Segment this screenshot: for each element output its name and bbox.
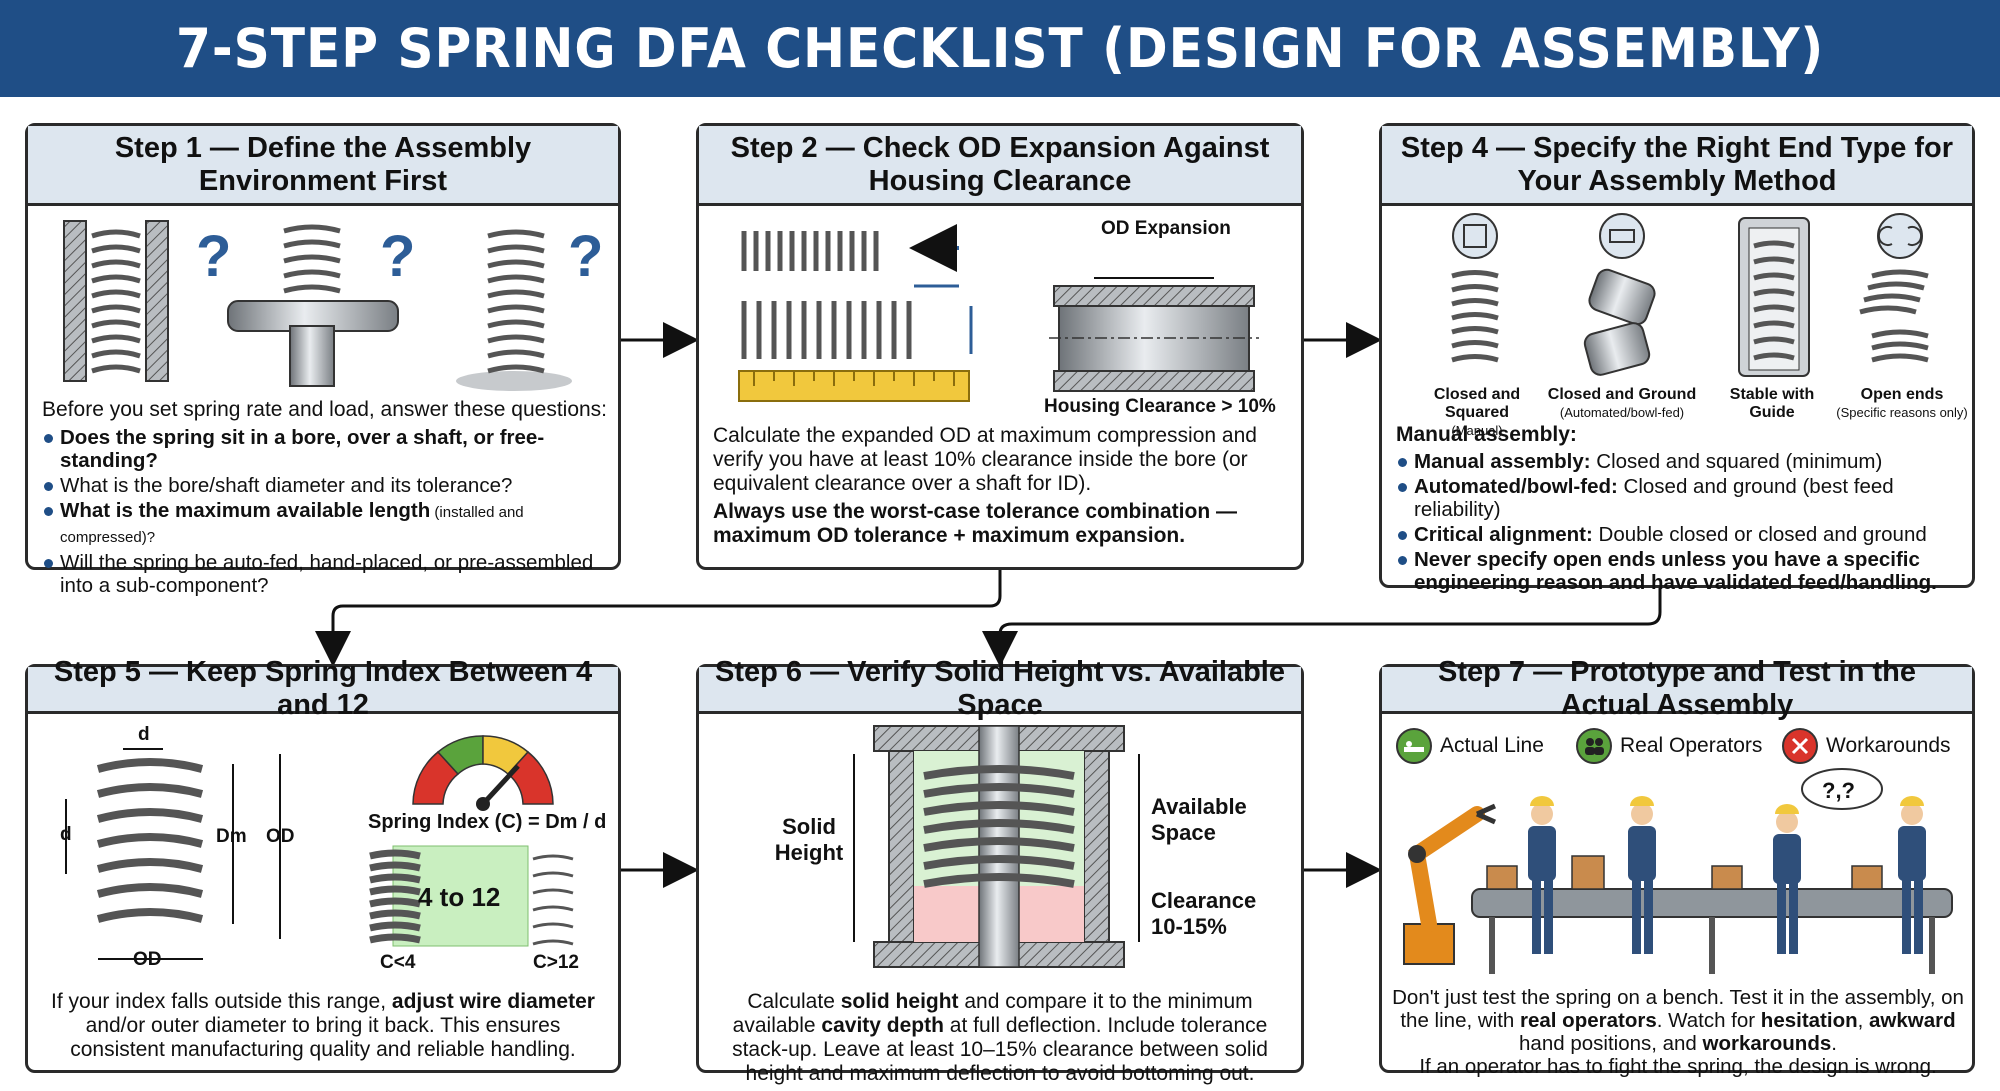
index-range-label: 4 to 12 [418,882,501,912]
conveyor-belt-icon [1471,855,1953,974]
available-space-label: Available Space [1151,794,1247,845]
list-item: Critical alignment: Double closed or clo… [1396,523,1966,546]
step4-heading: Step 4 — Specify the Right End Type for … [1382,126,1972,206]
open-ends-icon [1859,213,1929,363]
solid-height-label: Solid Height [774,814,844,865]
arrow-step4-step6 [982,588,1662,667]
robot-arm-icon [1403,803,1497,965]
svg-text:?,?: ?,? [1822,778,1855,803]
page-title: 7-STEP SPRING DFA CHECKLIST (DESIGN FOR … [175,17,1825,80]
operator-icon [1528,796,1556,954]
legend-workarounds: Workarounds [1782,728,1951,764]
title-bar: 7-STEP SPRING DFA CHECKLIST (DESIGN FOR … [0,0,2000,97]
step6-heading: Step 6 — Verify Solid Height vs. Availab… [699,656,1301,721]
step5-paragraph: If your index falls outside this range, … [51,990,595,1061]
end-type-label: Closed and Ground(Automated/bowl-fed) [1547,386,1697,420]
assembly-line-illustration: ?,? [1403,768,1953,974]
shaft-icon [227,224,399,387]
dim-dm-label: Dm [216,826,247,847]
step2-illustration [738,224,1259,402]
list-item: What is the bore/shaft diameter and its … [42,474,612,497]
list-item: What is the maximum available length (in… [42,499,612,549]
index-low-label: C<4 [380,952,416,973]
conveyor-icon [1396,728,1432,764]
step1-illustration: ? ? ? [63,220,603,391]
step1-bullets: Does the spring sit in a bore, over a sh… [42,426,612,599]
step7-paragraph: Don't just test the spring on a bench. T… [1392,986,1964,1078]
list-item: Never specify open ends unless you have … [1396,548,1966,594]
step2-heading: Step 2 — Check OD Expansion Against Hous… [699,126,1301,206]
gauge-icon [412,735,554,811]
step1-heading: Step 1 — Define the Assembly Environment… [28,126,618,206]
dim-od-label: OD [266,826,295,847]
question-icon: ? [568,224,603,289]
step2-emphasis: Always use the worst-case tolerance comb… [713,500,1237,547]
spring-index-formula: Spring Index (C) = Dm / d [368,811,607,833]
spring-dimension-drawing [65,748,281,960]
step4-panel: Step 4 — Specify the Right End Type for … [1379,123,1975,594]
guide-icon [1738,217,1810,377]
housing-clearance-label: Housing Clearance > 10% [1044,396,1276,417]
step7-heading: Step 7 — Prototype and Test in the Actua… [1382,656,1972,721]
list-item: Will the spring be auto-fed, hand-placed… [42,551,612,597]
closed-ground-icon [1583,213,1656,376]
od-expansion-label: OD Expansion [1101,218,1231,239]
step1-intro: Before you set spring rate and load, ans… [42,398,608,421]
operator-icon [1898,796,1926,954]
list-item: Automated/bowl-fed: Closed and ground (b… [1396,475,1966,521]
step6-panel: Step 6 — Verify Solid Height vs. Availab… [696,656,1304,1085]
legend-real-operators: Real Operators [1576,728,1762,764]
thought-bubble-icon: ?,? [1801,768,1883,810]
housing-cross-section-icon [1049,277,1259,392]
bore-icon [63,220,169,382]
end-type-label: Closed and Squared (Manual) [1433,386,1521,438]
operator-icon [1773,804,1801,954]
closed-squared-icon [1451,213,1499,363]
step4-subheading: Manual assembly: [1396,423,1577,446]
step5-heading: Step 5 — Keep Spring Index Between 4 and… [28,656,618,721]
clearance-label: Clearance 10-15% [1151,888,1257,939]
step4-bullets: Manual assembly: Closed and squared (min… [1396,450,1966,596]
cavity-cross-section-icon [873,725,1125,968]
end-type-label: Open ends(Specific reasons only) [1836,386,1968,420]
expanded-spring-icon [741,301,912,359]
step2-paragraph: Calculate the expanded OD at maximum com… [713,424,1257,495]
step5-illustration [65,735,574,960]
index-high-label: C>12 [533,952,579,973]
list-item: Manual assembly: Closed and squared (min… [1396,450,1966,473]
legend-actual-line: Actual Line [1396,728,1544,764]
step4-illustration [1451,213,1929,377]
list-item: Does the spring sit in a bore, over a sh… [42,426,612,472]
dim-d-side-label: d [60,824,72,845]
step6-paragraph: Calculate solid height and compare it to… [732,990,1268,1085]
wrench-icon [1782,728,1818,764]
dim-od-bottom-label: OD [133,949,162,970]
compressed-spring-icon [741,231,879,271]
step2-panel: Step 2 — Check OD Expansion Against Hous… [696,123,1304,570]
step6-illustration [853,725,1140,968]
freestanding-spring-icon [456,229,572,391]
end-type-label: Stable with Guide [1729,386,1815,421]
index-range-icon [369,845,574,947]
operators-icon [1576,728,1612,764]
operator-icon [1628,796,1656,954]
question-icon: ? [380,224,415,289]
dim-d-top-label: d [138,724,150,745]
question-icon: ? [196,224,231,289]
step5-panel: Step 5 — Keep Spring Index Between 4 and… [25,656,621,1073]
step1-panel: Step 1 — Define the Assembly Environment… [25,123,621,597]
step7-panel: Step 7 — Prototype and Test in the Actua… [1379,656,1975,1078]
